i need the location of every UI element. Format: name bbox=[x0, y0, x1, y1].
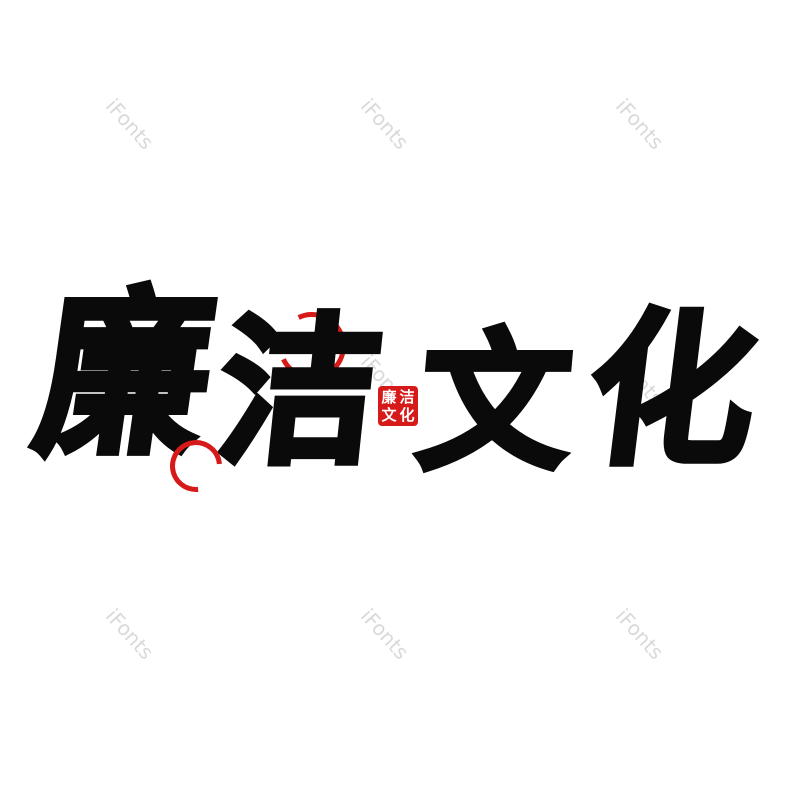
seal-char: 洁 bbox=[399, 387, 415, 406]
title-char-jie: 洁 bbox=[207, 295, 393, 489]
watermark-text: iFonts bbox=[355, 603, 414, 665]
watermark-text: iFonts bbox=[610, 93, 669, 155]
watermark-text: iFonts bbox=[100, 603, 159, 665]
seal-char: 化 bbox=[399, 405, 415, 424]
title-char-hua: 化 bbox=[575, 290, 770, 490]
red-seal-stamp: 廉 洁 文 化 bbox=[378, 386, 418, 426]
watermark-text: iFonts bbox=[355, 93, 414, 155]
watermark-text: iFonts bbox=[610, 603, 669, 665]
title-char-lian: 廉 bbox=[22, 267, 228, 483]
title-char-wen: 文 bbox=[409, 312, 580, 494]
seal-char: 文 bbox=[381, 405, 397, 424]
seal-char: 廉 bbox=[381, 387, 397, 406]
watermark-text: iFonts bbox=[100, 93, 159, 155]
calligraphy-title: 廉 洁 廉 洁 文 化 文 化 bbox=[22, 267, 770, 510]
